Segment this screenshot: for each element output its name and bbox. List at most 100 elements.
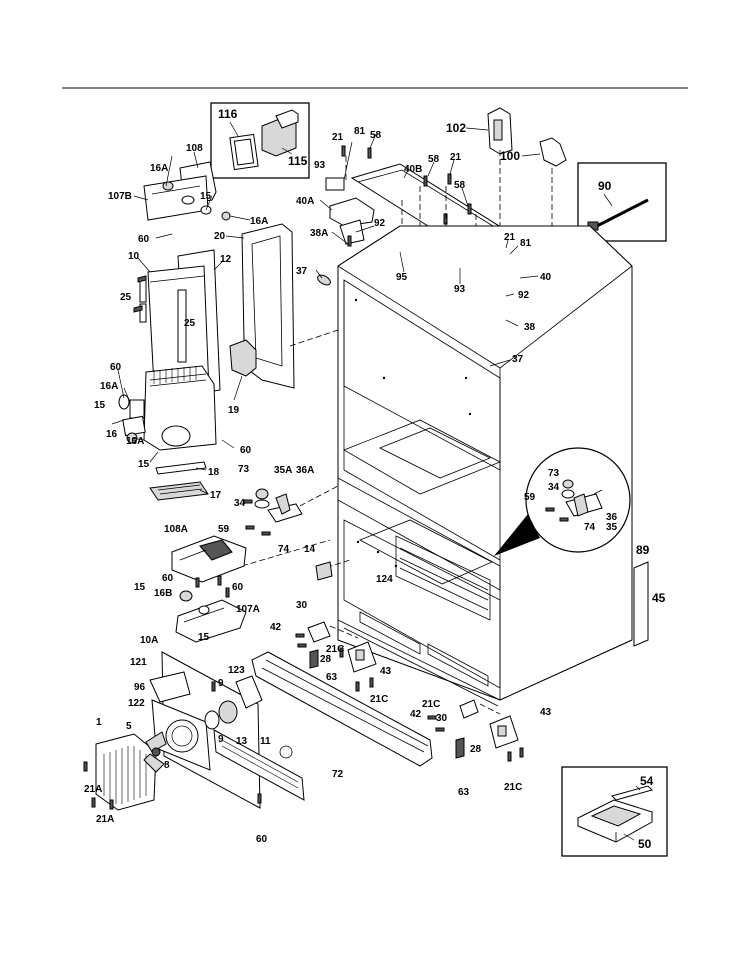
- label-28: 28: [470, 744, 482, 755]
- label-36a: 36A: [296, 465, 314, 476]
- label-9: 9: [218, 678, 224, 689]
- leader-lines: [111, 127, 541, 495]
- label-116: 116: [218, 107, 238, 121]
- label-81: 81: [520, 238, 532, 249]
- label-102: 102: [446, 121, 466, 135]
- lower-hinge-right: [427, 699, 524, 762]
- label-74: 74: [278, 544, 290, 555]
- label-50: 50: [638, 837, 652, 851]
- label-54: 54: [640, 774, 654, 788]
- label-42: 42: [270, 622, 282, 633]
- label-20: 20: [214, 231, 226, 242]
- lower-hinge-left: [295, 621, 377, 692]
- label-13: 13: [236, 736, 248, 747]
- label-45: 45: [652, 591, 666, 605]
- label-10a: 10A: [140, 635, 158, 646]
- label-96: 96: [134, 682, 146, 693]
- label-43: 43: [540, 707, 552, 718]
- label-21c: 21C: [504, 782, 522, 793]
- label-21: 21: [504, 232, 516, 243]
- part-labels: 116 115 108 16A 107B 15 16A 20 60 10 12 …: [84, 107, 666, 851]
- label-60: 60: [162, 573, 174, 584]
- dispenser-housing-panels: [118, 161, 295, 501]
- label-15: 15: [134, 582, 146, 593]
- label-12: 12: [220, 254, 232, 265]
- label-16a: 16A: [126, 436, 144, 447]
- label-92: 92: [374, 218, 386, 229]
- label-42: 42: [410, 709, 422, 720]
- label-15: 15: [138, 459, 150, 470]
- label-16: 16: [106, 429, 118, 440]
- label-63: 63: [326, 672, 338, 683]
- label-81: 81: [354, 126, 366, 137]
- label-107a: 107A: [236, 604, 260, 615]
- label-124: 124: [376, 574, 393, 585]
- label-30: 30: [296, 600, 308, 611]
- label-40: 40: [540, 272, 552, 283]
- label-16b: 16B: [154, 588, 172, 599]
- label-59: 59: [218, 524, 230, 535]
- label-35: 35: [606, 522, 618, 533]
- label-1: 1: [96, 717, 102, 728]
- label-19: 19: [228, 405, 240, 416]
- label-40a: 40A: [296, 196, 314, 207]
- label-40b: 40B: [404, 164, 422, 175]
- label-21a: 21A: [84, 784, 102, 795]
- label-60: 60: [232, 582, 244, 593]
- door-stop-bracket: [243, 488, 303, 536]
- label-28: 28: [320, 654, 332, 665]
- label-9: 9: [218, 734, 224, 745]
- label-60: 60: [240, 445, 252, 456]
- label-21: 21: [332, 132, 344, 143]
- label-21c: 21C: [422, 699, 440, 710]
- label-59: 59: [524, 492, 536, 503]
- label-38a: 38A: [310, 228, 328, 239]
- label-108a: 108A: [164, 524, 188, 535]
- label-72: 72: [332, 769, 344, 780]
- label-8: 8: [164, 760, 170, 771]
- label-95: 95: [396, 272, 408, 283]
- label-43: 43: [380, 666, 392, 677]
- label-21c: 21C: [370, 694, 388, 705]
- label-90: 90: [598, 179, 612, 193]
- label-73: 73: [548, 468, 560, 479]
- cabinet-body: [337, 225, 649, 707]
- condenser-fan-assembly: [83, 651, 305, 811]
- label-60: 60: [110, 362, 122, 373]
- label-10: 10: [128, 251, 140, 262]
- label-89: 89: [636, 543, 650, 557]
- label-5: 5: [126, 721, 132, 732]
- label-58: 58: [370, 130, 382, 141]
- label-92: 92: [518, 290, 530, 301]
- label-16a: 16A: [250, 216, 268, 227]
- label-108: 108: [186, 143, 203, 154]
- label-123: 123: [228, 665, 245, 676]
- label-21c: 21C: [326, 644, 344, 655]
- label-58: 58: [454, 180, 466, 191]
- label-73: 73: [238, 464, 250, 475]
- label-15: 15: [198, 632, 210, 643]
- label-60: 60: [256, 834, 268, 845]
- label-63: 63: [458, 787, 470, 798]
- label-37: 37: [296, 266, 308, 277]
- dispenser-control-assembly: [171, 535, 247, 643]
- label-16a: 16A: [150, 163, 168, 174]
- label-122: 122: [128, 698, 145, 709]
- label-74: 74: [584, 522, 596, 533]
- label-37: 37: [512, 354, 524, 365]
- label-15: 15: [200, 191, 212, 202]
- label-93: 93: [314, 160, 326, 171]
- label-121: 121: [130, 657, 147, 668]
- label-25: 25: [120, 292, 132, 303]
- label-18: 18: [208, 467, 220, 478]
- label-11: 11: [260, 736, 271, 747]
- label-14: 14: [304, 544, 316, 555]
- zoom-callout: [494, 447, 631, 556]
- part-14: [315, 561, 333, 581]
- label-107b: 107B: [108, 191, 132, 202]
- label-17: 17: [210, 490, 222, 501]
- label-34: 34: [234, 498, 246, 509]
- inset-box-116-115: [210, 102, 310, 179]
- label-38: 38: [524, 322, 536, 333]
